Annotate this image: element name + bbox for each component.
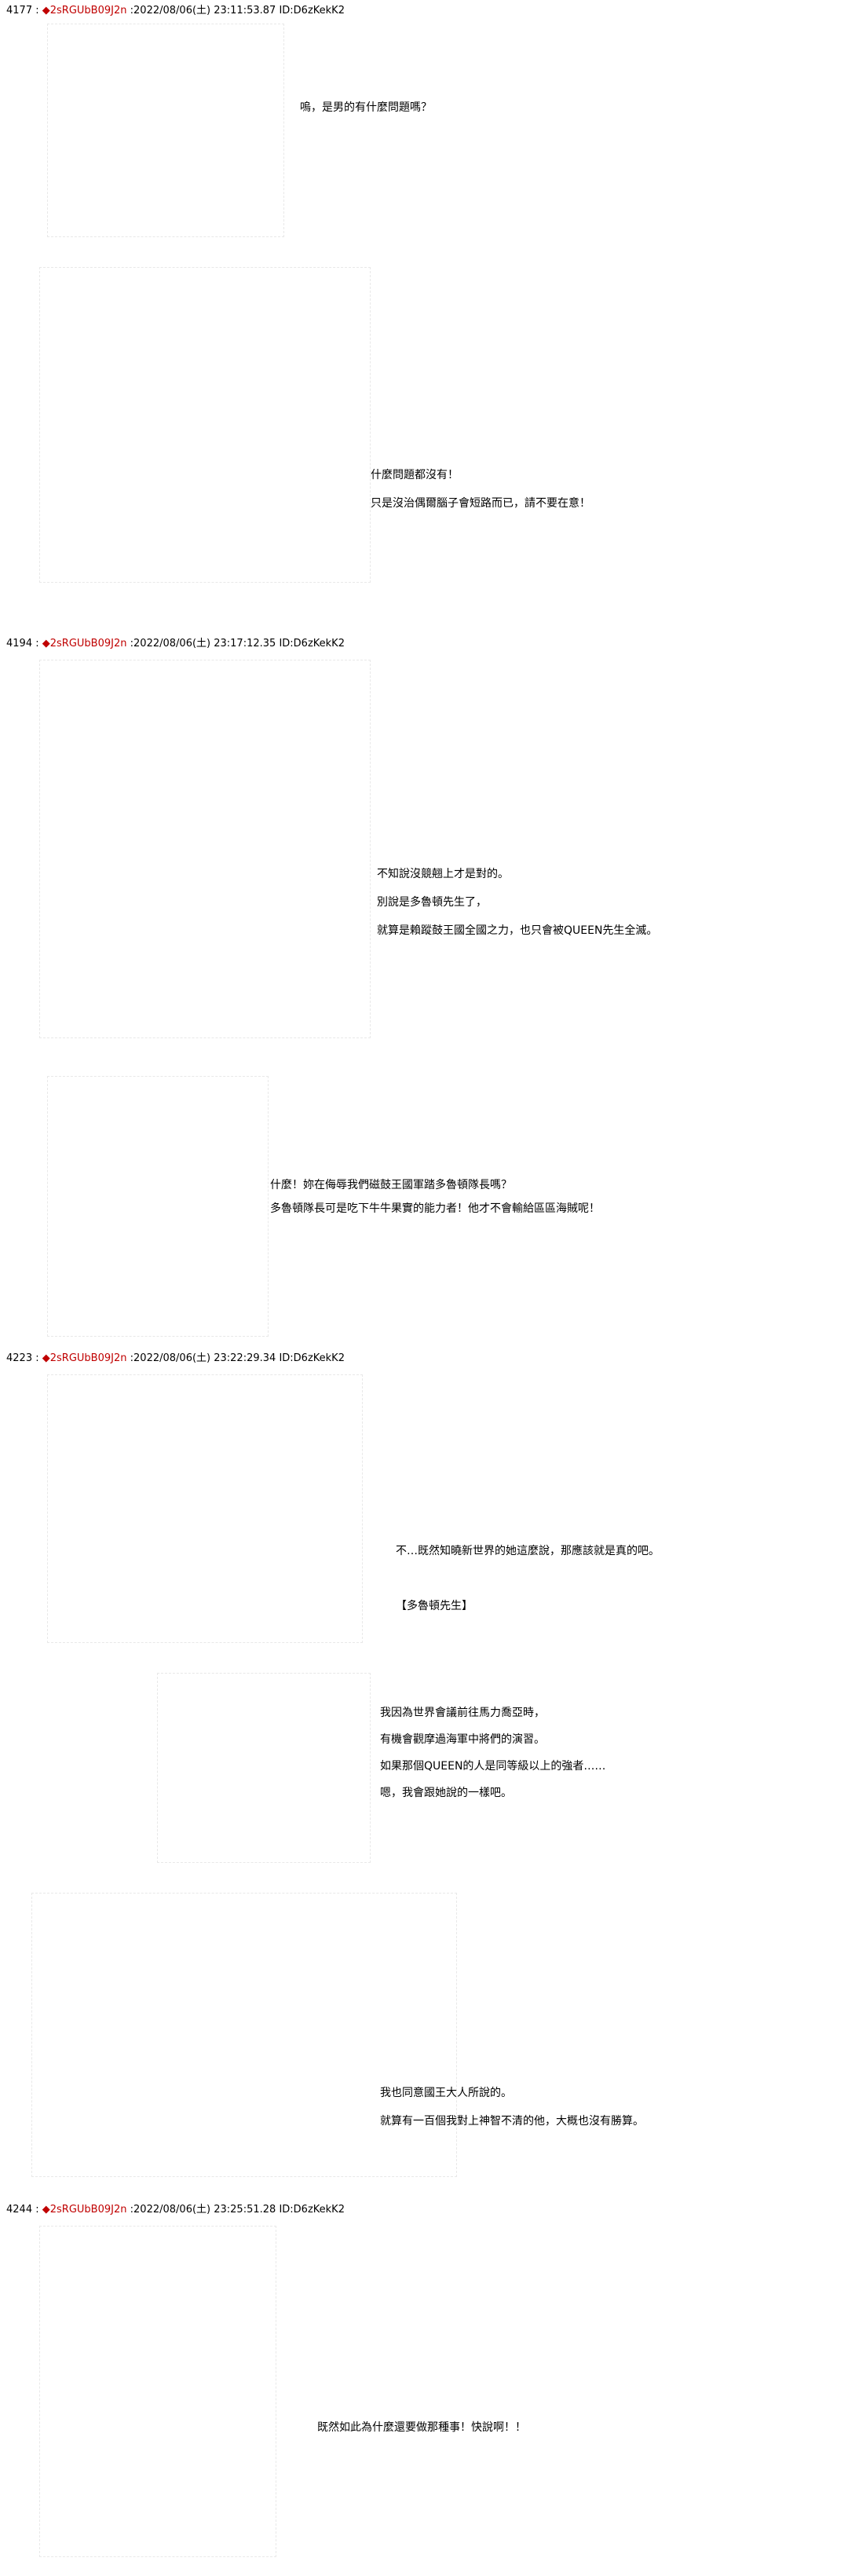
trip-diamond-icon: ◆ [42,638,50,649]
post-id: ID:D6zKekK2 [279,2204,345,2216]
dialogue-line: 什麼問題都沒有！ [371,469,459,481]
post-header: 4177 : ◆2sRGUbB09J2n :2022/08/06(土) 23:1… [6,5,345,16]
ascii-art-figure [47,1076,269,1337]
post-number: 4223 [6,1352,33,1364]
ascii-art-figure [39,2226,276,2557]
dialogue-line: 我因為世界會議前往馬力喬亞時， [380,1707,545,1719]
dialogue-line: 如果那個QUEEN的人是同等級以上的強者…… [380,1760,606,1773]
dialogue-line: 就算有一百個我對上神智不清的他，大概也沒有勝算。 [380,2115,644,2128]
trip-diamond-icon: ◆ [42,1352,50,1364]
poster-name[interactable]: 2sRGUbB09J2n [49,638,127,649]
post-id: ID:D6zKekK2 [279,1352,345,1364]
dialogue-line: 嗯，我會跟她說的一樣吧。 [380,1787,512,1799]
post-date: 2022/08/06(土) 23:25:51.28 [133,2204,276,2216]
post-number: 4244 [6,2204,33,2216]
dialogue-line: 不…既然知曉新世界的她這麼說，那應該就是真的吧。 [396,1545,660,1557]
ascii-art-figure [39,660,371,1038]
post-id: ID:D6zKekK2 [279,5,345,16]
ascii-art-figure [47,1374,363,1643]
post-id: ID:D6zKekK2 [279,638,345,649]
poster-name[interactable]: 2sRGUbB09J2n [49,5,127,16]
dialogue-line: 有機會觀摩過海軍中將們的演習。 [380,1733,545,1746]
trip-diamond-icon: ◆ [42,5,50,16]
post-number: 4194 [6,638,33,649]
ascii-art-figure [31,1893,457,2177]
poster-name[interactable]: 2sRGUbB09J2n [49,1352,127,1364]
ascii-art-figure [39,267,371,583]
dialogue-line: 不知說沒競翹上才是對的。 [377,868,509,880]
ascii-art-figure [47,24,284,237]
post-date: 2022/08/06(土) 23:17:12.35 [133,638,276,649]
dialogue-line: 嗚，是男的有什麼問題嗎？ [300,101,432,114]
dialogue-line: 只是沒治偶爾腦子會短路而已，請不要在意！ [371,497,590,510]
post-header: 4244 : ◆2sRGUbB09J2n :2022/08/06(土) 23:2… [6,2204,345,2216]
dialogue-line: 什麼！妳在侮辱我們磁鼓王國軍踏多魯頓隊長嗎？ [270,1179,512,1191]
dialogue-line: 【多魯頓先生】 [396,1600,473,1612]
dialogue-line: 多魯頓隊長可是吃下牛牛果實的能力者！他才不會輸給區區海賊呢！ [270,1202,600,1215]
post-date: 2022/08/06(土) 23:22:29.34 [133,1352,276,1364]
post-number: 4177 [6,5,33,16]
dialogue-line: 既然如此為什麼還要做那種事！快說啊！！ [317,2421,526,2434]
post-header: 4223 : ◆2sRGUbB09J2n :2022/08/06(土) 23:2… [6,1352,345,1364]
dialogue-line: 我也同意國王大人所說的。 [380,2087,512,2099]
ascii-art-figure [157,1673,371,1863]
post-date: 2022/08/06(土) 23:11:53.87 [133,5,276,16]
dialogue-line: 別說是多魯頓先生了， [377,896,487,909]
dialogue-line: 就算是賴蹤鼓王國全國之力，也只會被QUEEN先生全滅。 [377,924,658,937]
post-header: 4194 : ◆2sRGUbB09J2n :2022/08/06(土) 23:1… [6,638,345,649]
poster-name[interactable]: 2sRGUbB09J2n [49,2204,127,2216]
trip-diamond-icon: ◆ [42,2204,50,2216]
